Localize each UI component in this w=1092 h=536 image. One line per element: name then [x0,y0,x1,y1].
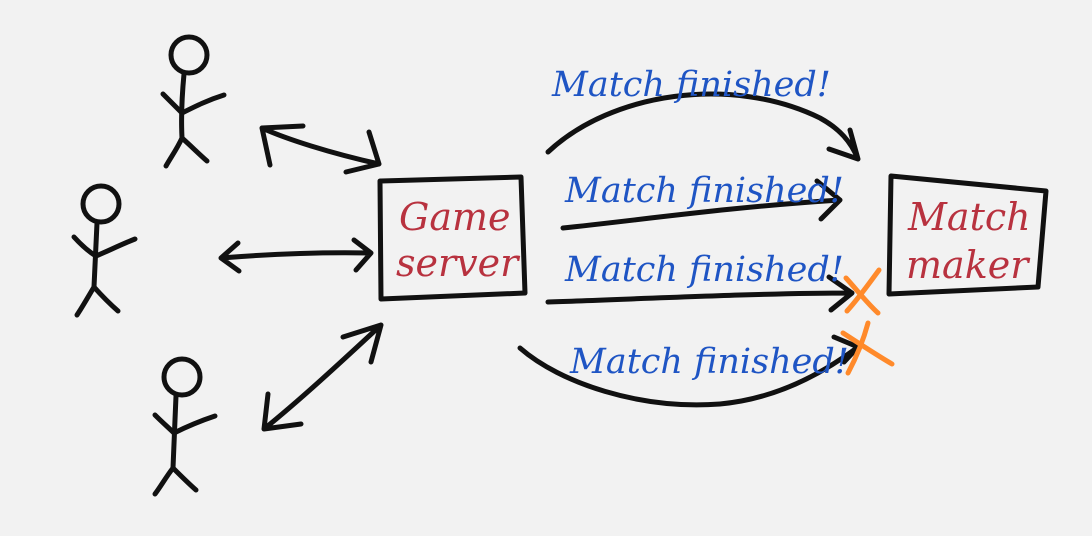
message-label-4: Match finished! [569,342,849,382]
player-top [160,34,382,175]
failure-x-icon [843,267,882,316]
game-server-node: Game server [377,174,528,302]
matchmaker-label-line1: Match [907,195,1031,239]
message-arrow-1: Match finished! [545,65,861,162]
game-server-label-line2: server [396,241,521,285]
stick-figure-icon [160,34,227,169]
matchmaker-label-line2: maker [906,243,1031,287]
stick-figure-icon [71,183,138,318]
message-arrow-4: Match finished! [517,320,895,408]
message-arrow-2: Match finished! [560,171,844,231]
message-arrow-3: Match finished! [545,250,882,316]
link-player-top-server [259,123,382,175]
message-label-2: Match finished! [564,171,844,211]
link-player-middle-server [218,237,374,274]
link-player-bottom-server [261,322,384,432]
stick-figure-icon [152,356,218,497]
player-middle [71,183,374,318]
message-label-1: Match finished! [551,65,831,105]
message-label-3: Match finished! [564,250,844,290]
matchmaker-node: Match maker [886,173,1049,297]
game-server-label-line1: Game [399,195,511,239]
failure-x-icon [840,320,895,376]
player-bottom [152,322,384,497]
